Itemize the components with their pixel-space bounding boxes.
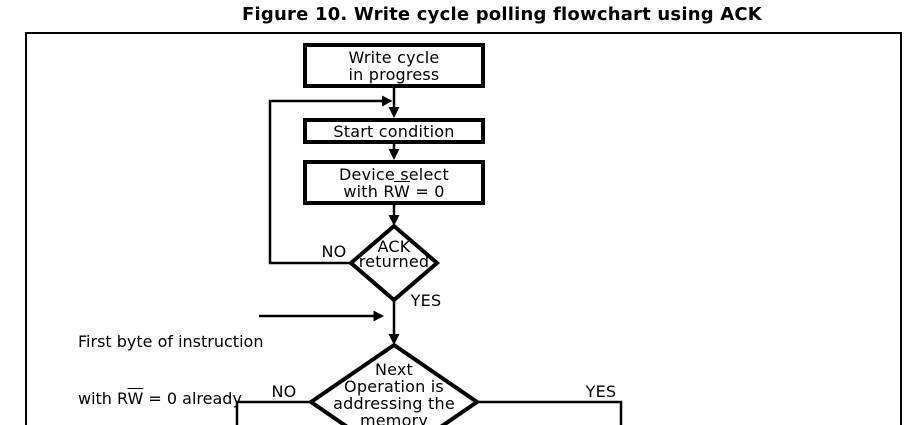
node-write-cycle-line1: Write cycle <box>348 47 440 67</box>
arrowhead-right-annotation <box>373 310 384 322</box>
ack-decision-label: ACK returned <box>334 237 454 271</box>
next-decision-line1: Next <box>374 360 414 379</box>
flowchart-frame <box>25 32 902 425</box>
next-no-label: NO <box>271 382 297 401</box>
next-decision-line3: addressing the <box>333 394 455 413</box>
next-decision-line2: Operation is <box>344 377 444 396</box>
ack-yes-label: YES <box>410 291 442 310</box>
annotation-text: First byte of instruction with RW = 0 al… <box>78 294 263 425</box>
annotation-line2: with RW = 0 already <box>78 389 242 408</box>
node-write-cycle: Write cycle in progress <box>303 43 485 88</box>
arrowhead-down-deviceselect <box>388 149 400 160</box>
next-decision-label: Next Operation is addressing the memory <box>314 361 474 425</box>
node-start-condition: Start condition <box>303 118 485 144</box>
next-decision-line4: memory <box>359 411 429 425</box>
edge-no-loop <box>268 99 383 265</box>
arrowhead-down-start <box>388 107 400 118</box>
figure-title: Figure 10. Write cycle polling flowchart… <box>242 4 762 25</box>
node-device-select-line1: Device select <box>339 164 449 184</box>
arrowhead-down-next <box>388 334 400 345</box>
annotation-line1: First byte of instruction <box>78 332 264 351</box>
ack-no-label: NO <box>321 242 347 261</box>
ack-decision-line1: ACK <box>377 237 411 256</box>
arrowhead-down-ack <box>388 215 400 226</box>
ack-decision-diamond <box>347 223 441 303</box>
node-write-cycle-line2: in progress <box>348 64 440 84</box>
edge-next-no-branch <box>235 400 313 425</box>
rw-overline: W <box>394 181 411 201</box>
next-yes-label: YES <box>585 382 617 401</box>
ack-decision-line2: returned <box>358 252 430 271</box>
node-device-select: Device select with RW = 0 <box>303 160 485 205</box>
arrowhead-right-loop <box>382 95 393 107</box>
node-device-select-line2: with RW = 0 <box>343 181 445 201</box>
edge-next-yes-branch <box>476 400 623 425</box>
node-start-condition-line1: Start condition <box>333 121 455 141</box>
next-decision-diamond <box>307 342 481 425</box>
rw-overline: W <box>127 389 144 408</box>
